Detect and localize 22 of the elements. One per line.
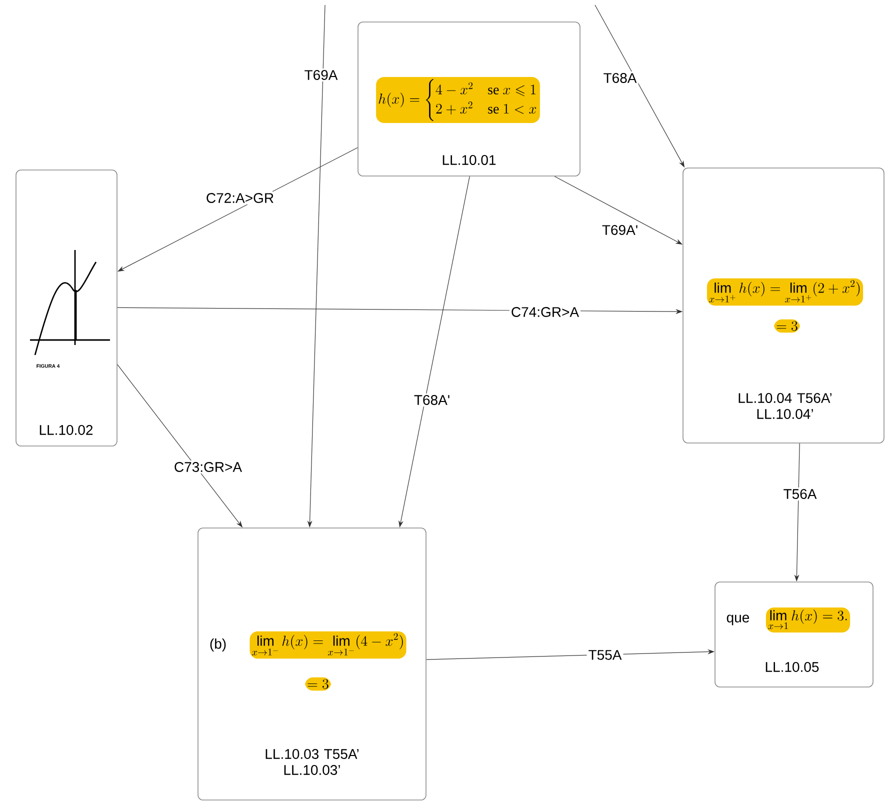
card-label: LL.10.01 [442,155,496,165]
formula: $\lim_{x \to 1} h(x) = 3.$ [766,608,850,632]
formula: $\lim_{x \to 1^{+}} h(x) = \lim_{x \to 1^{+}} (2+x^{2})$ [706,278,864,306]
edge-label: C73:GR>A [172,460,244,474]
card-label: LL.10.02 [40,425,93,435]
edge-label: C72:A>GR [204,192,276,204]
card-label: que [726,614,750,626]
edge-label: T56A [782,488,818,500]
formula: $= 3$ [774,319,800,333]
edge-label: T55A [586,648,624,662]
card-label: (b) [210,638,226,652]
edge-label: T69A [302,68,340,82]
formula: $= 3$ [305,677,332,691]
edge-label: C74:GR>A [509,306,581,318]
formula: $h(x) = \begin{cases} 4-x^{2} & \text{se } x \leqslant 1 \\ 2+x^{2} & \text{se } 1 < x \end{cases}$ [376,77,540,123]
card-label: LL.10.03 T55A’ LL.10.03’ [266,749,358,775]
edge-label: T68A' [412,394,452,406]
edge-label: T69A' [600,224,640,236]
edge-label: T68A [602,72,638,84]
card-label: LL.10.05 [766,662,819,672]
formula: $\lim_{x \to 1^{-}} h(x) = \lim_{x \to 1^{-}} (4-x^{2})$ [250,631,406,659]
card-label: LL.10.04 T56A’ LL.10.04’ [738,393,832,419]
